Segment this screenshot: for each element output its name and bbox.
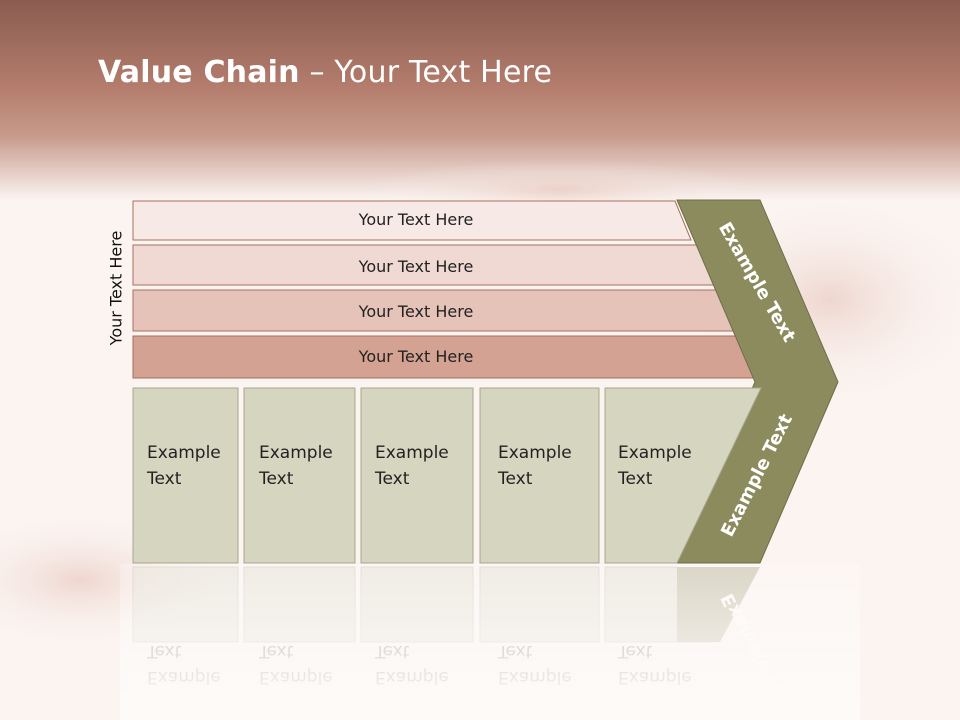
box-2-line2: Text (258, 469, 294, 489)
bar-2[interactable]: Your Text Here (132, 244, 716, 286)
bar-3[interactable]: Your Text Here (132, 289, 740, 332)
slide-title: Value Chain – Your Text Here (98, 55, 552, 90)
box-1[interactable]: Example Text (132, 387, 239, 564)
title-bold: Value Chain (98, 55, 300, 90)
box-4-line1: Example (498, 443, 572, 463)
title-rest: – Your Text Here (299, 55, 553, 90)
box-1-line1: Example (147, 443, 221, 463)
box-4-line2: Text (497, 469, 533, 489)
bar-1[interactable]: Your Text Here (132, 200, 692, 241)
box-2[interactable]: Example Text (243, 387, 356, 564)
bar-1-label: Your Text Here (358, 210, 474, 229)
bar-2-label: Your Text Here (358, 257, 474, 276)
box-3-line1: Example (375, 443, 449, 463)
box-5[interactable]: Example Text (604, 387, 762, 564)
box-3[interactable]: Example Text (360, 387, 474, 564)
box-5-line2: Text (617, 469, 653, 489)
diagram-reflection: Example Text Example Text Example Text E… (120, 564, 860, 720)
box-5-line1: Example (618, 443, 692, 463)
bar-3-label: Your Text Here (358, 302, 474, 321)
bar-4[interactable]: Your Text Here (132, 335, 764, 379)
box-4[interactable]: Example Text (479, 387, 600, 564)
box-1-line2: Text (146, 469, 182, 489)
box-2-line1: Example (259, 443, 333, 463)
box-3-line2: Text (374, 469, 410, 489)
bar-4-label: Your Text Here (358, 347, 474, 366)
